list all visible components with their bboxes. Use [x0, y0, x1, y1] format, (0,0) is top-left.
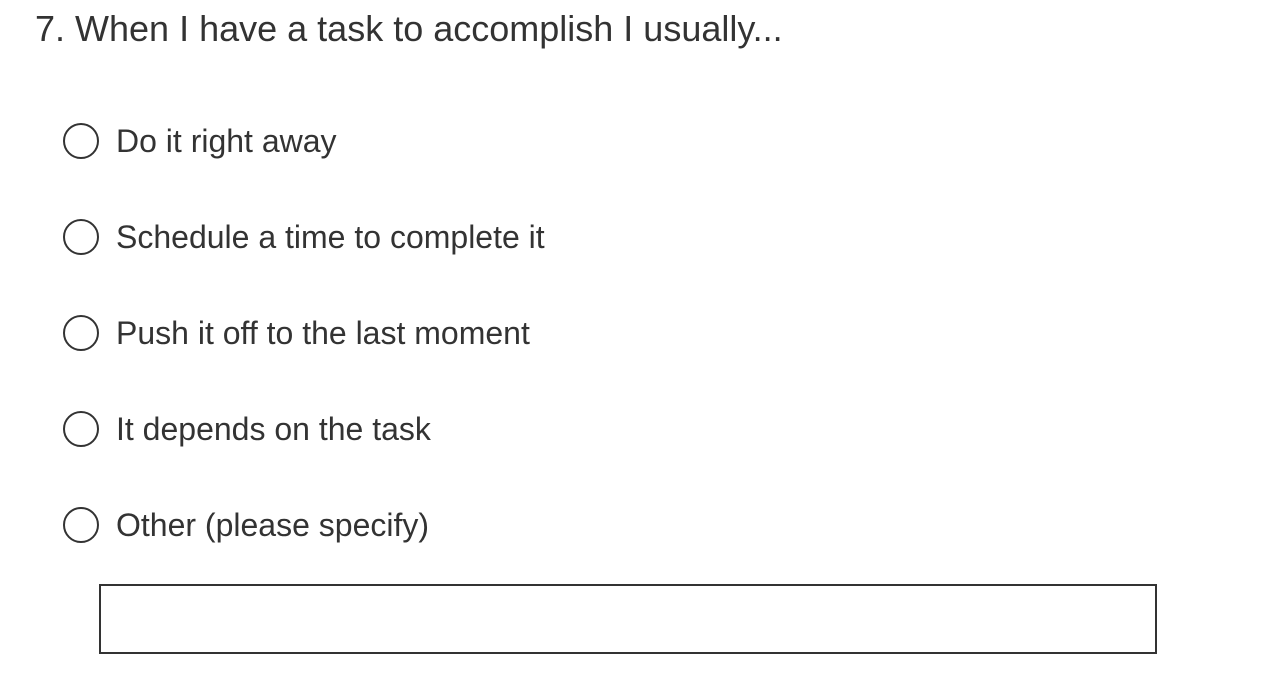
question-title: 7. When I have a task to accomplish I us…	[35, 8, 783, 49]
other-specify-input[interactable]	[99, 584, 1157, 654]
radio-button[interactable]	[63, 411, 99, 447]
radio-button[interactable]	[63, 219, 99, 255]
radio-button[interactable]	[63, 315, 99, 351]
option-label: It depends on the task	[116, 410, 431, 447]
option-label: Do it right away	[116, 122, 337, 159]
option-label: Push it off to the last moment	[116, 314, 530, 351]
option-label: Schedule a time to complete it	[116, 218, 545, 255]
radio-button[interactable]	[63, 123, 99, 159]
option-push-it-off[interactable]: Push it off to the last moment	[63, 311, 530, 355]
option-do-it-right-away[interactable]: Do it right away	[63, 119, 337, 163]
option-it-depends[interactable]: It depends on the task	[63, 407, 431, 451]
option-schedule-a-time[interactable]: Schedule a time to complete it	[63, 215, 545, 259]
option-label: Other (please specify)	[116, 506, 430, 543]
radio-button[interactable]	[63, 507, 99, 543]
option-other[interactable]: Other (please specify)	[63, 503, 429, 547]
